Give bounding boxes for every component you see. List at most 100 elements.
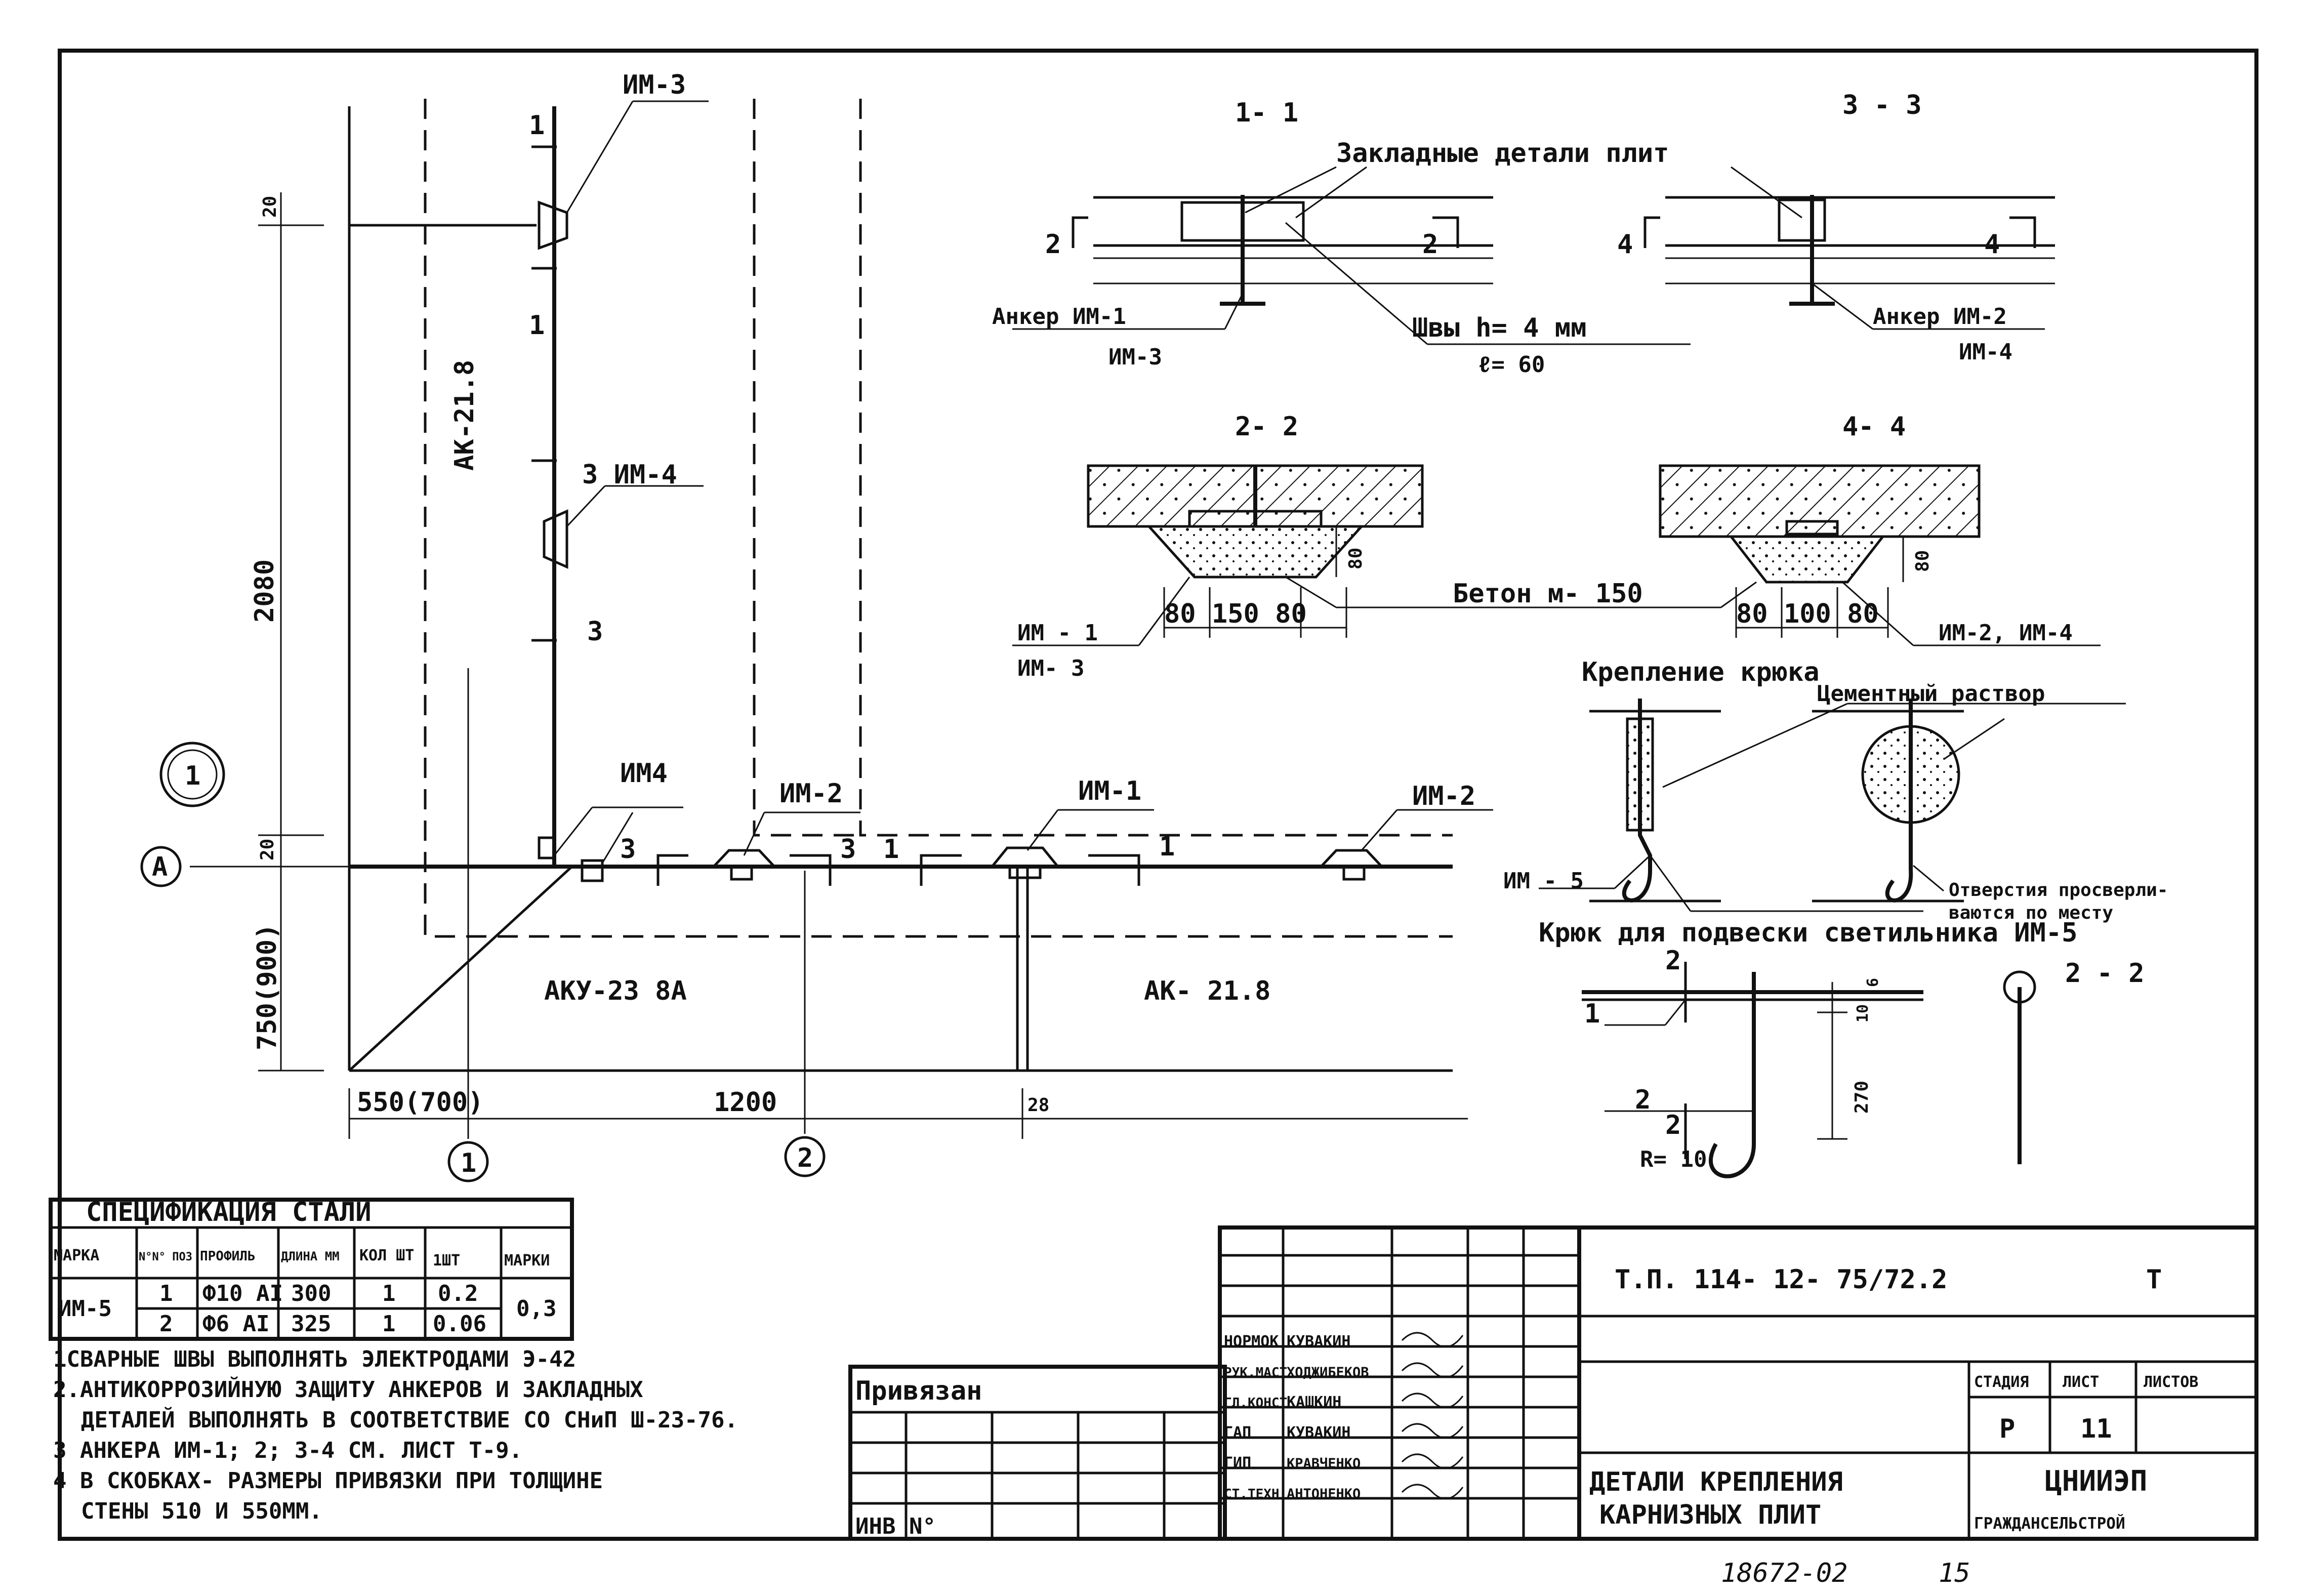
section-4-4-drawing [1659, 464, 2101, 646]
role-6: СТ.ТЕХН [1224, 1487, 1280, 1502]
note-2: 2.АНТИКОРРОЗИЙНУЮ ЗАЩИТУ АНКЕРОВ И ЗАКЛА… [53, 1376, 643, 1403]
drawing-title-2: КАРНИЗНЫХ ПЛИТ [1599, 1500, 1821, 1530]
spec-header-length: ДЛИНА ММ [281, 1249, 340, 1263]
section-2-2-drawing [1012, 464, 1721, 646]
label-dim-550: 550(700) [357, 1087, 483, 1118]
label-dim-6: 6 [1864, 978, 1882, 987]
label-pos-1: 1 [1584, 999, 1600, 1029]
note-1: 1СВАРНЫЕ ШВЫ ВЫПОЛНЯТЬ ЭЛЕКТРОДАМИ Э-42 [53, 1346, 576, 1372]
inventory-label: ИНВ N° [855, 1513, 936, 1539]
label-dim-28: 28 [1027, 1095, 1049, 1116]
label-im2-b: ИМ-2 [1412, 781, 1475, 811]
spec-row2-length: 325 [291, 1311, 331, 1337]
node-circle-1-label: 1 [185, 761, 200, 791]
label-dim-270: 270 [1852, 1081, 1872, 1114]
name-3: КАШКИН [1287, 1394, 1341, 1411]
label-anchor-1b: ИМ-3 [1108, 344, 1162, 370]
stage-value: Р [1999, 1414, 2015, 1444]
hook-mounting-title: Крепление крюка [1582, 657, 1820, 687]
label-holes-1: Отверстия просверли- [1949, 880, 2168, 901]
spec-header-qty: КОЛ ШТ [359, 1247, 414, 1264]
label-aku: АКУ-23 8А [544, 976, 687, 1006]
spec-header-profile: ПРОФИЛЬ [200, 1249, 256, 1264]
title-block [848, 1225, 2258, 1541]
role-1: НОРМОК [1224, 1333, 1279, 1351]
sheet-mark: Т [2146, 1264, 2162, 1295]
label-dims-left: 80 150 80 [1164, 599, 1307, 629]
label-im3-section: ИМ- 3 [1017, 656, 1084, 681]
label-mark-3: 3 [587, 617, 603, 647]
label-weld-length: ℓ= 60 [1478, 352, 1545, 378]
label-im1-section: ИМ - 1 [1017, 620, 1098, 646]
label-dim-10: 10 [1854, 1004, 1872, 1022]
cut-mark-4a: 4 [1617, 229, 1633, 260]
label-ak218-vert: АК-21.8 [449, 360, 480, 471]
cut-mark-2b: 2 [1422, 229, 1438, 260]
organization-1: ЦНИИЭП [2045, 1465, 2147, 1498]
label-dim-20-top: 20 [260, 196, 280, 218]
label-im2-im4: ИМ-2, ИМ-4 [1939, 620, 2073, 646]
spec-row1-pos: 1 [159, 1281, 173, 1306]
sheets-header: ЛИСТОВ [2144, 1373, 2198, 1391]
spec-row2-pos: 2 [159, 1311, 173, 1337]
note-2-cont: ДЕТАЛЕЙ ВЫПОЛНЯТЬ В СООТВЕТСТВИЕ СО СНиП… [81, 1406, 738, 1433]
stage-header: СТАДИЯ [1974, 1373, 2029, 1391]
cut-mark-4b: 4 [1984, 229, 2000, 260]
label-anchor-2: Анкер ИМ-2 [1873, 304, 2007, 330]
spec-row1-qty: 1 [382, 1281, 396, 1306]
label-dim-2080: 2080 [250, 559, 280, 623]
label-radius: R= 10 [1640, 1147, 1707, 1172]
axis-a-label: А [152, 852, 168, 882]
name-5: КРАВЧЕНКО [1287, 1456, 1361, 1471]
spec-row2-qty: 1 [382, 1311, 396, 1337]
spec-row2-mass: 0.06 [433, 1311, 486, 1337]
label-welds: Швы h= 4 мм [1412, 313, 1586, 343]
organization-2: ГРАЖДАНСЕЛЬСТРОЙ [1974, 1515, 2125, 1533]
label-mark-1c: 1 [883, 834, 899, 865]
role-5: ГИП [1224, 1454, 1251, 1472]
spec-row1-length: 300 [291, 1281, 331, 1306]
spec-mark: ИМ-5 [58, 1296, 112, 1322]
label-anchor-1: Анкер ИМ-1 [992, 304, 1126, 330]
label-im2-a: ИМ-2 [779, 779, 843, 809]
spec-table [49, 1198, 574, 1341]
label-dims-right: 80 100 80 [1736, 599, 1879, 629]
role-4: ГАП [1224, 1424, 1251, 1442]
plan-view [140, 99, 1493, 1182]
label-cement-mortar: Цементный раствор [1817, 681, 2045, 707]
section-1-1-title: 1- 1 [1235, 98, 1298, 128]
footer-number: 18672-02 [1721, 1558, 1847, 1588]
name-6: АНТОНЕНКО [1287, 1486, 1361, 1502]
section-1-1-drawing [1012, 166, 1691, 345]
spec-header-pos: N°N° ПОЗ [139, 1251, 192, 1263]
role-2: РУК.МАСТ [1224, 1365, 1287, 1380]
label-ak218-horiz: АК- 21.8 [1144, 976, 1270, 1006]
hook-detail-drawing [1582, 962, 2036, 1178]
spec-header-total-mass: МАРКИ [504, 1252, 550, 1270]
footer-page: 15 [1939, 1558, 1970, 1588]
hook-detail-title: Крюк для подвески светильника ИМ-5 [1539, 918, 2077, 948]
label-dim-1200: 1200 [714, 1087, 777, 1118]
label-im3-top: ИМ-3 [623, 70, 686, 100]
label-mark-3c: 3 [840, 834, 856, 865]
cut-mark-hook-2a: 2 [1665, 946, 1681, 976]
label-mark-1a: 1 [529, 110, 545, 141]
label-im5: ИМ - 5 [1503, 868, 1584, 894]
label-im4-low: ИМ4 [620, 758, 668, 789]
cut-mark-2a: 2 [1045, 229, 1061, 260]
note-4: 4 В СКОБКАХ- РАЗМЕРЫ ПРИВЯЗКИ ПРИ ТОЛЩИН… [53, 1468, 603, 1494]
spec-row1-profile: Ф10 АI [202, 1281, 283, 1306]
section-3-3-drawing [1643, 166, 2055, 330]
bound-label: Привязан [855, 1376, 982, 1406]
name-4: КУВАКИН [1287, 1424, 1350, 1442]
label-im1: ИМ-1 [1078, 776, 1141, 806]
label-mark-1d: 1 [1159, 832, 1175, 862]
spec-total: 0,3 [516, 1296, 556, 1322]
axis-2-label: 2 [797, 1143, 813, 1173]
label-pos-2: 2 [1635, 1085, 1651, 1115]
axis-1-label: 1 [461, 1148, 476, 1178]
label-mark-3b: 3 [620, 834, 636, 865]
note-4-cont: СТЕНЫ 510 И 550ММ. [81, 1498, 322, 1524]
label-dim-20-low: 20 [257, 839, 278, 861]
